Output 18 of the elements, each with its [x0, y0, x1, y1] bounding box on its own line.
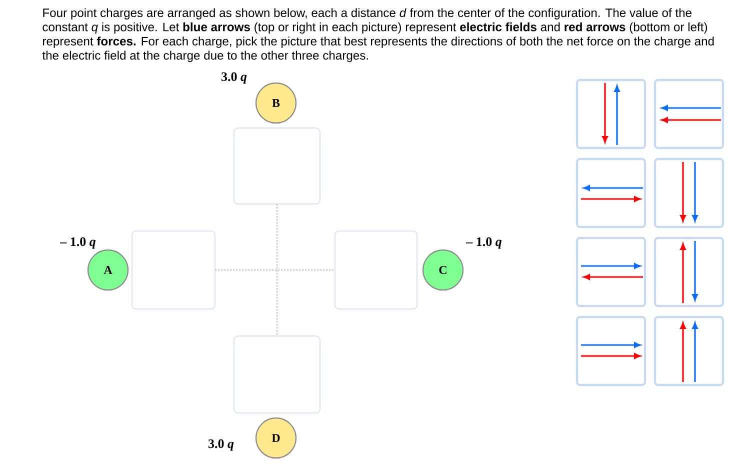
guide-line — [276, 204, 278, 336]
answer-tile — [576, 158, 646, 228]
charge-label: – 1.0 q — [60, 237, 96, 249]
question-text: Four point charges are arranged as shown below, each a distance d from the center of the configuration. The value of the constant q is positive. Let blue arrows (top or right in each picture) represent electric fields and red arrows (bottom or left) represent forces. For each charge, pick the picture that best represents the directions of both the net force on the charge and the electric field at the charge due to the other three charges. — [42, 8, 714, 62]
answer-tile — [654, 78, 724, 150]
answer-tile — [654, 316, 724, 386]
answer-tile — [654, 158, 724, 228]
answer-box — [234, 336, 320, 414]
answer-tile — [576, 236, 646, 308]
charge-label: – 1.0 q — [466, 237, 502, 249]
answer-tile — [576, 78, 646, 150]
charge-label: 3.0 q — [208, 439, 234, 451]
answer-box — [234, 128, 320, 204]
charge-label: 3.0 q — [222, 72, 247, 84]
answer-box — [132, 230, 216, 310]
answer-box — [334, 230, 418, 310]
answer-tile — [576, 316, 646, 386]
answer-tile — [654, 236, 724, 308]
